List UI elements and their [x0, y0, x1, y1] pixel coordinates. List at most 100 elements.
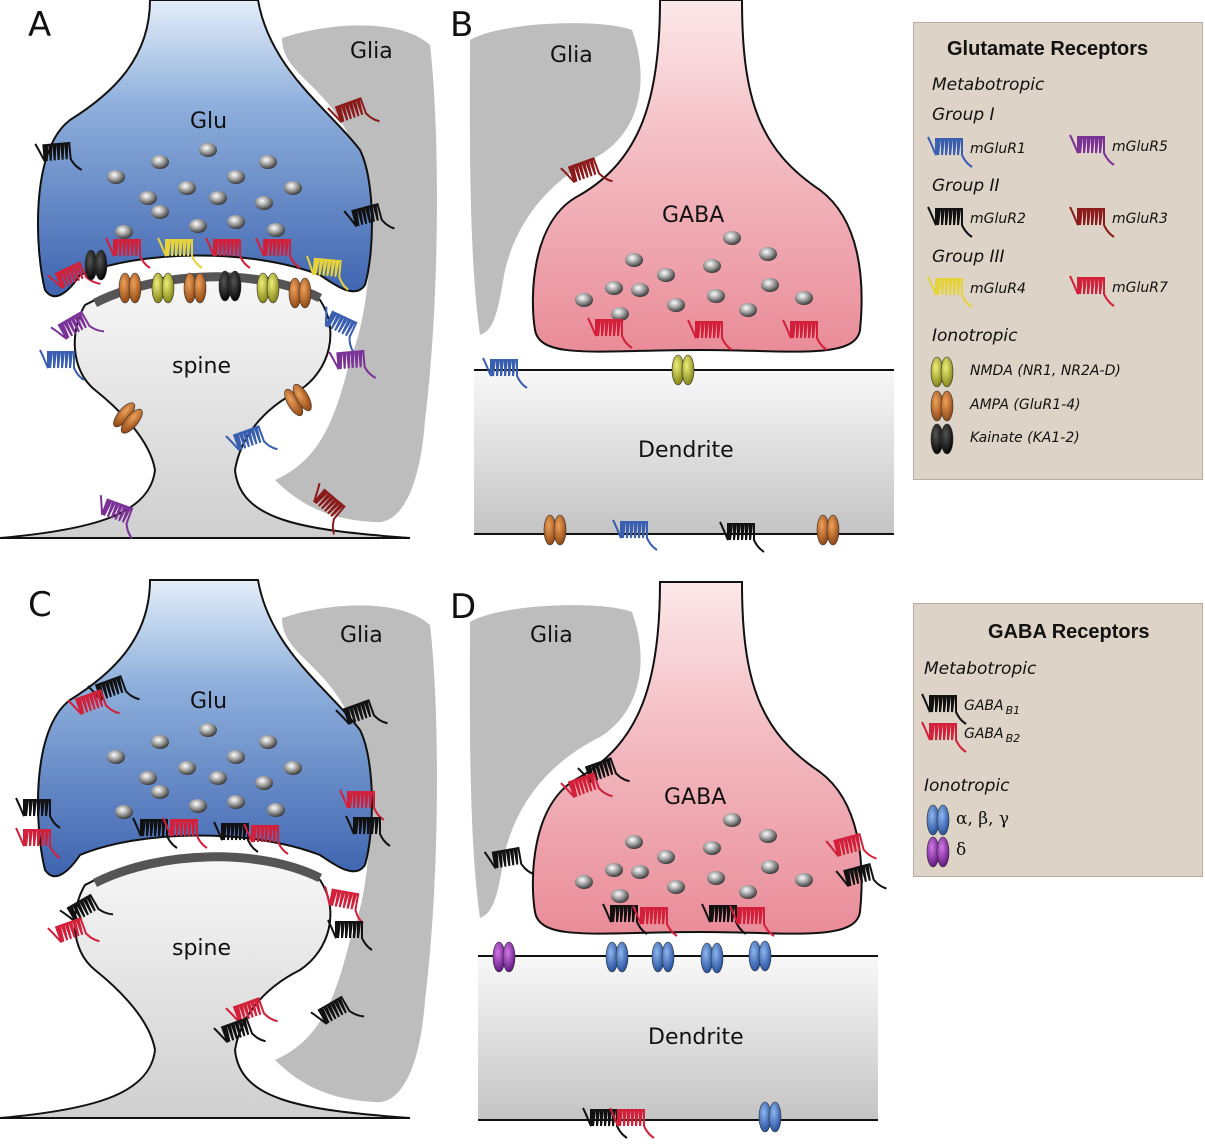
- legend-kainate: Kainate (KA1-2): [970, 430, 1080, 446]
- ampa-receptor: [543, 514, 567, 546]
- synaptic-vesicle: [178, 761, 196, 775]
- legend-metabotropic-heading: Metabotropic: [924, 659, 1037, 679]
- legend-receptor-glyph: [1069, 206, 1115, 238]
- panel-letter: B: [450, 5, 473, 45]
- synaptic-vesicle: [227, 750, 245, 764]
- gabab2-receptor: [609, 1107, 655, 1139]
- nmda-icon: [930, 356, 954, 388]
- panel-c: C Glu spine Glia: [0, 579, 437, 1119]
- synaptic-vesicle: [667, 298, 685, 312]
- legend-group3-heading: Group III: [932, 247, 1005, 267]
- synaptic-vesicle: [657, 850, 675, 864]
- synaptic-vesicle: [259, 735, 277, 749]
- legend-gabaa-delta: δ: [956, 840, 967, 860]
- gabaa-receptor: [605, 941, 629, 973]
- legend-mglur2: mGluR2: [970, 211, 1026, 227]
- legend-group2-heading: Group II: [932, 176, 1000, 196]
- vesicle-cluster: [575, 813, 813, 903]
- mglur5-receptor: [99, 494, 134, 539]
- synaptic-vesicle: [575, 293, 593, 307]
- receptor-layer: [15, 675, 391, 1044]
- synaptic-vesicle: [631, 865, 649, 879]
- spine-label: spine: [172, 936, 231, 961]
- mglur4-icon: [927, 276, 973, 308]
- synaptic-vesicle: [707, 871, 725, 885]
- synaptic-vesicle: [267, 223, 285, 237]
- glia-cell: [469, 23, 641, 336]
- legend-ionotropic-heading: Ionotropic: [932, 326, 1018, 346]
- glia-cell: [275, 25, 437, 523]
- mglur1-icon: [927, 136, 973, 168]
- presynaptic-bouton-gaba: [531, 0, 863, 353]
- bouton-label: Glu: [190, 109, 227, 134]
- gabab1-receptor: [310, 995, 365, 1025]
- kainate-icon: [930, 423, 954, 455]
- synaptic-vesicle: [739, 885, 757, 899]
- bouton-label: GABA: [664, 785, 726, 810]
- gabab2-main: GABA: [964, 726, 1004, 742]
- receptor-layer: [483, 757, 887, 1139]
- dendrite-label: Dendrite: [638, 438, 734, 463]
- legend-mglur7: mGluR7: [1112, 280, 1168, 296]
- gabab1-receptor: [213, 821, 259, 853]
- synaptic-vesicle: [284, 761, 302, 775]
- mglur2-receptor: [34, 141, 83, 171]
- ampa-receptor: [284, 383, 312, 417]
- gabab2-receptor: [729, 905, 775, 937]
- mglur3-receptor: [313, 482, 346, 535]
- gabab1-subscript: B1: [1005, 704, 1021, 717]
- mglur5-icon: [1069, 134, 1115, 166]
- mglur1-receptor: [39, 349, 85, 381]
- synaptic-vesicle: [795, 873, 813, 887]
- legend-receptor-glyph: [930, 356, 954, 388]
- synaptic-vesicle: [189, 219, 207, 233]
- dendrite-label: Dendrite: [648, 1025, 744, 1050]
- legend-title: GABA Receptors: [988, 621, 1150, 643]
- kainate-receptor: [218, 270, 242, 302]
- gabab1-receptor: [582, 1107, 628, 1139]
- synaptic-vesicle: [151, 205, 169, 219]
- legend-nmda: NMDA (NR1, NR2A-D): [970, 363, 1121, 379]
- postsynaptic-density: [92, 852, 323, 888]
- gabab1-receptor: [15, 797, 61, 829]
- gabab1-receptor: [701, 903, 747, 935]
- panel-letter: A: [28, 5, 51, 45]
- mglur2-icon: [927, 206, 973, 238]
- gabab1-main: GABA: [964, 698, 1004, 714]
- mglur3-icon: [1069, 206, 1115, 238]
- glia-label: Glia: [550, 43, 593, 68]
- ampa-receptor: [118, 272, 142, 304]
- synaptic-vesicle: [139, 191, 157, 205]
- gabab2-receptor: [339, 789, 385, 821]
- legend-receptor-glyph: [926, 836, 950, 868]
- gabab1-icon: [921, 693, 967, 725]
- gabab2-receptor: [225, 997, 278, 1024]
- synaptic-vesicle: [761, 860, 779, 874]
- synaptic-vesicle: [189, 799, 207, 813]
- dendrite: [478, 956, 878, 1120]
- gabaa-receptor: [651, 941, 675, 973]
- vesicle-cluster: [575, 231, 813, 321]
- mglur3-receptor: [327, 97, 380, 124]
- mglur7-receptor: [105, 237, 151, 269]
- legend-receptor-glyph: [930, 390, 954, 422]
- legend-receptor-glyph: [930, 423, 954, 455]
- synaptic-vesicle: [703, 259, 721, 273]
- synaptic-vesicle: [151, 785, 169, 799]
- ampa-receptor: [816, 514, 840, 546]
- synaptic-vesicle: [151, 735, 169, 749]
- synaptic-vesicle: [178, 181, 196, 195]
- glia-cell: [469, 605, 641, 918]
- gabab1-receptor: [213, 1017, 266, 1044]
- gabab2-receptor: [162, 817, 208, 849]
- mglur2-receptor: [343, 202, 395, 230]
- legend-receptor-glyph: [1069, 134, 1115, 166]
- synaptic-vesicle: [115, 805, 133, 819]
- synaptic-vesicle: [151, 155, 169, 169]
- gabab1-receptor: [835, 862, 887, 890]
- mglur3-receptor: [560, 157, 613, 184]
- synaptic-vesicle: [703, 841, 721, 855]
- glia-label: Glia: [350, 39, 393, 64]
- gabab2-receptor: [560, 772, 613, 799]
